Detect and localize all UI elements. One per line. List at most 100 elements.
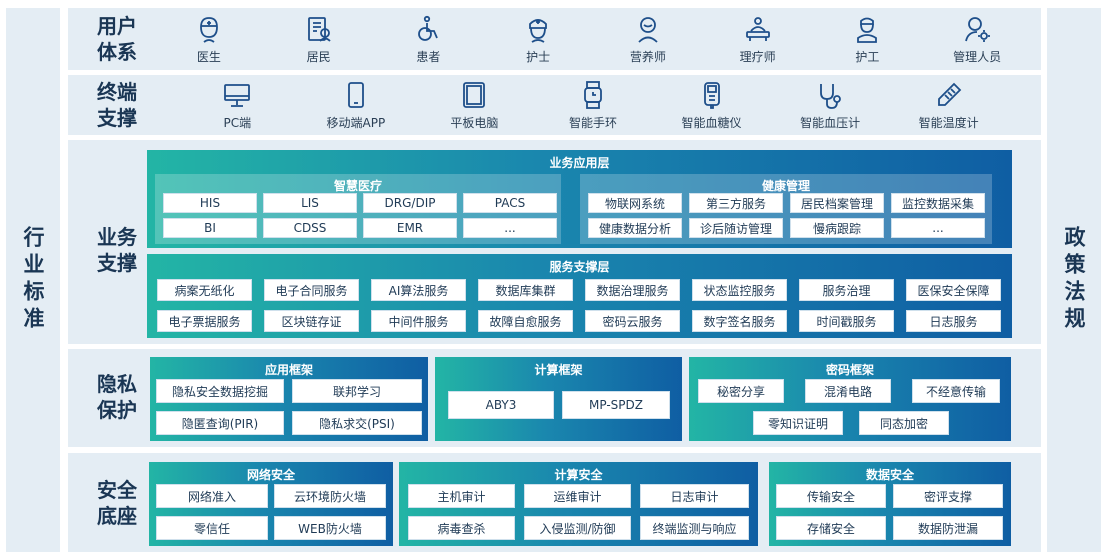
service-item: 病案无纸化: [157, 279, 252, 301]
terminal-label: 移动端APP: [326, 115, 386, 130]
app-item: 第三方服务: [689, 193, 783, 213]
terminal-label: PC端: [223, 115, 252, 130]
service-item: 数字签名服务: [692, 310, 787, 332]
smart-medical-title: 智慧医疗: [333, 179, 382, 193]
user-label: 患者: [416, 49, 441, 64]
service-item: 日志服务: [906, 310, 1001, 332]
security-item: 主机审计: [408, 484, 515, 508]
security-item: 网络准入: [156, 484, 268, 508]
data-security-title: 数据安全: [865, 468, 914, 482]
service-item: 医保安全保障: [906, 279, 1001, 301]
data-security-panel: 数据安全 传输安全 密评支撑 存储安全 数据防泄漏: [769, 462, 1011, 546]
framework-item: ABY3: [448, 391, 554, 419]
admin-icon: [965, 16, 991, 42]
monitor-icon: [224, 83, 251, 107]
terminal-label: 智能血压计: [800, 115, 861, 130]
nutritionist-icon: [638, 16, 658, 43]
terminal-pc: PC端: [194, 80, 280, 131]
compute-framework-panel: 计算框架 ABY3 MP-SPDZ: [435, 357, 682, 441]
app-framework-title: 应用框架: [264, 363, 313, 377]
user-label: 护士: [526, 49, 551, 64]
user-system-band: 用户体系 医生 居民 患者 护士 营养师 理疗师 护工: [68, 8, 1041, 70]
user-doctor: 医生: [166, 14, 252, 65]
service-item: 密码云服务: [585, 310, 680, 332]
app-item: LIS: [263, 193, 357, 213]
service-item: 区块链存证: [264, 310, 359, 332]
user-label: 理疗师: [739, 49, 776, 64]
compute-framework-title: 计算框架: [534, 363, 583, 377]
user-nurse: 护士: [495, 14, 581, 65]
thermometer-icon: [937, 82, 961, 106]
user-resident: 居民: [276, 14, 362, 65]
framework-item: 零知识证明: [753, 411, 843, 435]
service-item: AI算法服务: [371, 279, 466, 301]
framework-item: 同态加密: [859, 411, 949, 435]
therapist-icon: [745, 16, 770, 41]
security-item: 日志审计: [640, 484, 749, 508]
user-label: 居民: [306, 49, 331, 64]
policy-regulations-label: 政策法规: [1062, 226, 1086, 334]
terminal-support-band: 终端支撑 PC端 移动端APP 平板电脑 智能手环 智能血糖仪 智能血压计 智能…: [68, 75, 1041, 135]
app-item: 居民档案管理: [790, 193, 884, 213]
security-item: 云环境防火墙: [274, 484, 386, 508]
compute-security-title: 计算安全: [554, 468, 603, 482]
stethoscope-icon: [820, 83, 841, 109]
right-side-column: 政策法规: [1047, 8, 1101, 552]
user-admin: 管理人员: [934, 14, 1020, 65]
security-item: 存储安全: [776, 516, 886, 540]
business-service-layer: 服务支撑层 病案无纸化 电子合同服务 AI算法服务 数据库集群 数据治理服务 状…: [147, 254, 1012, 338]
security-item: 运维审计: [524, 484, 631, 508]
terminal-glucometer: 智能血糖仪: [669, 80, 755, 131]
framework-item: 隐私安全数据挖掘: [156, 379, 284, 403]
security-item: 零信任: [156, 516, 268, 540]
security-item: WEB防火墙: [274, 516, 386, 540]
user-label: 医生: [196, 49, 221, 64]
wheelchair-icon: [418, 15, 439, 41]
framework-item: 不经意传输: [912, 379, 1000, 403]
user-system-label: 用户体系: [97, 14, 137, 64]
network-security-title: 网络安全: [246, 468, 295, 482]
service-item: 电子票据服务: [157, 310, 252, 332]
framework-item: MP-SPDZ: [562, 391, 670, 419]
terminal-label: 平板电脑: [450, 115, 499, 130]
compute-security-panel: 计算安全 主机审计 运维审计 日志审计 病毒查杀 入侵监测/防御 终端监测与响应: [399, 462, 758, 546]
framework-item: 联邦学习: [292, 379, 422, 403]
security-item: 病毒查杀: [408, 516, 515, 540]
business-support-label: 业务支撑: [97, 225, 137, 275]
service-item: 数据库集群: [478, 279, 573, 301]
framework-item: 混淆电路: [805, 379, 891, 403]
security-item: 数据防泄漏: [893, 516, 1003, 540]
service-item: 状态监控服务: [692, 279, 787, 301]
caregiver-icon: [857, 17, 878, 43]
health-management-group: 健康管理 物联网系统 第三方服务 居民档案管理 监控数据采集 健康数据分析 诊后…: [580, 174, 992, 244]
user-label: 护工: [855, 49, 880, 64]
service-item: 中间件服务: [371, 310, 466, 332]
privacy-label: 隐私保护: [97, 372, 137, 422]
crypto-framework-panel: 密码框架 秘密分享 混淆电路 不经意传输 零知识证明 同态加密: [689, 357, 1011, 441]
app-item: 慢病跟踪: [790, 218, 884, 238]
service-item: 故障自愈服务: [478, 310, 573, 332]
network-security-panel: 网络安全 网络准入 云环境防火墙 零信任 WEB防火墙: [149, 462, 393, 546]
app-item: 诊后随访管理: [689, 218, 783, 238]
app-item: ...: [891, 218, 985, 238]
industry-standards-label: 行业标准: [21, 226, 45, 334]
app-item: 健康数据分析: [588, 218, 682, 238]
privacy-band: 隐私保护 应用框架 隐私安全数据挖掘 联邦学习 隐匿查询(PIR) 隐私求交(P…: [68, 349, 1041, 447]
security-base-label: 安全底座: [97, 478, 137, 528]
service-layer-title: 服务支撑层: [549, 260, 610, 274]
left-side-column: 行业标准: [6, 8, 60, 552]
terminal-label: 智能温度计: [918, 115, 979, 130]
app-item: ...: [463, 218, 557, 238]
doctor-icon: [199, 16, 218, 43]
framework-item: 隐私求交(PSI): [292, 411, 422, 435]
app-item: CDSS: [263, 218, 357, 238]
nurse-icon: [529, 18, 548, 43]
security-item: 终端监测与响应: [640, 516, 749, 540]
resident-icon: [307, 16, 331, 42]
business-support-band: 业务支撑 业务应用层 智慧医疗 HIS LIS DRG/DIP PACS BI …: [68, 140, 1041, 344]
terminal-bp: 智能血压计: [787, 80, 873, 131]
terminal-mobile: 移动端APP: [313, 80, 399, 131]
health-management-title: 健康管理: [761, 179, 810, 193]
terminal-tablet: 平板电脑: [431, 80, 517, 131]
framework-item: 秘密分享: [698, 379, 784, 403]
